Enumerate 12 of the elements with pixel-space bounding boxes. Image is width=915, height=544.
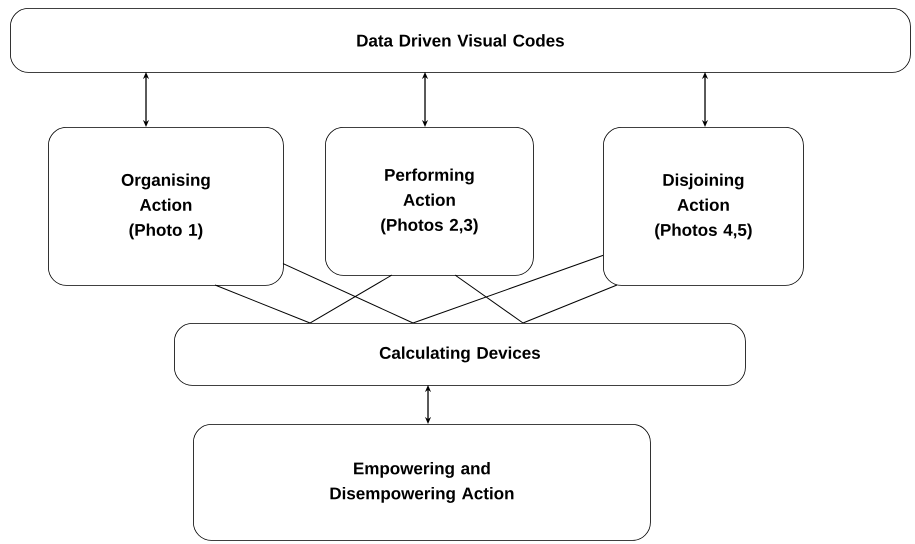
process-box: Empowering and Disempowering Action bbox=[193, 424, 651, 541]
process-box: Organising Action (Photo 1) bbox=[48, 127, 284, 286]
connector-line bbox=[310, 274, 392, 324]
connector-line bbox=[412, 254, 604, 324]
process-box: Data Driven Visual Codes bbox=[10, 8, 911, 73]
process-box: Performing Action (Photos 2,3) bbox=[325, 127, 534, 276]
connector-line bbox=[214, 284, 310, 324]
process-box: Disjoining Action (Photos 4,5) bbox=[603, 127, 804, 286]
connector-line bbox=[522, 284, 618, 324]
process-box: Calculating Devices bbox=[174, 323, 746, 386]
connector-line bbox=[454, 274, 524, 324]
connector-line bbox=[282, 263, 414, 324]
